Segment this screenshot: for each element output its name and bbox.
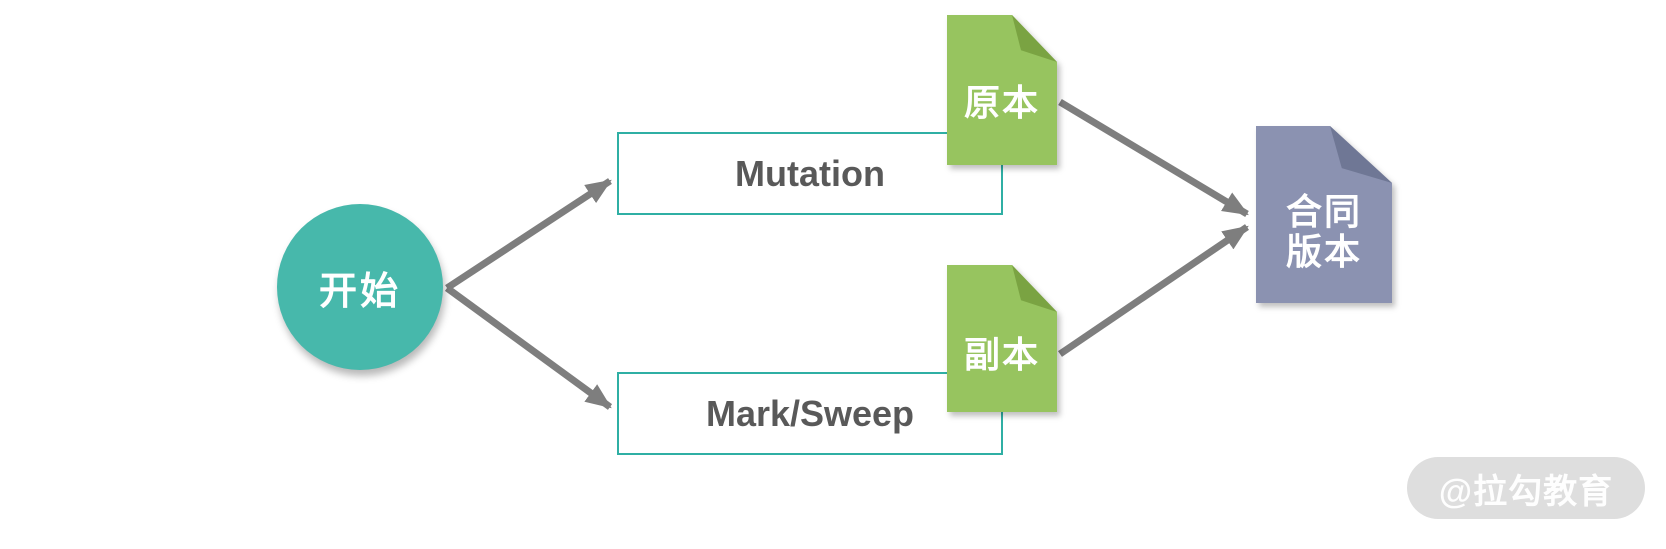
- mark-sweep-box: Mark/Sweep: [617, 372, 1003, 455]
- mark-sweep-box-label: Mark/Sweep: [705, 392, 915, 434]
- arrow-start-to-mark-sweep: [444, 285, 613, 410]
- start-node: 开始: [277, 204, 443, 370]
- merged-version-document: 合同 版本: [1256, 126, 1392, 303]
- original-document: 原本: [947, 15, 1057, 165]
- copy-document: 副本: [947, 265, 1057, 412]
- watermark-text: @拉勾教育: [1438, 472, 1614, 511]
- mutation-box: Mutation: [617, 132, 1003, 215]
- original-document-label: 原本: [963, 82, 1040, 123]
- copy-document-label: 副本: [963, 333, 1040, 375]
- start-node-label: 开始: [318, 270, 401, 313]
- arrow-start-to-mutation: [445, 178, 612, 291]
- arrow-copy-to-merged: [1058, 224, 1249, 357]
- arrow-original-to-merged: [1058, 98, 1249, 218]
- merged-label-line1: 合同: [1285, 190, 1362, 232]
- watermark-badge: @拉勾教育: [1407, 457, 1645, 519]
- mutation-box-label: Mutation: [735, 152, 885, 194]
- merged-label-line2: 版本: [1285, 230, 1362, 272]
- merged-version-document-label: 合同 版本: [1256, 126, 1392, 303]
